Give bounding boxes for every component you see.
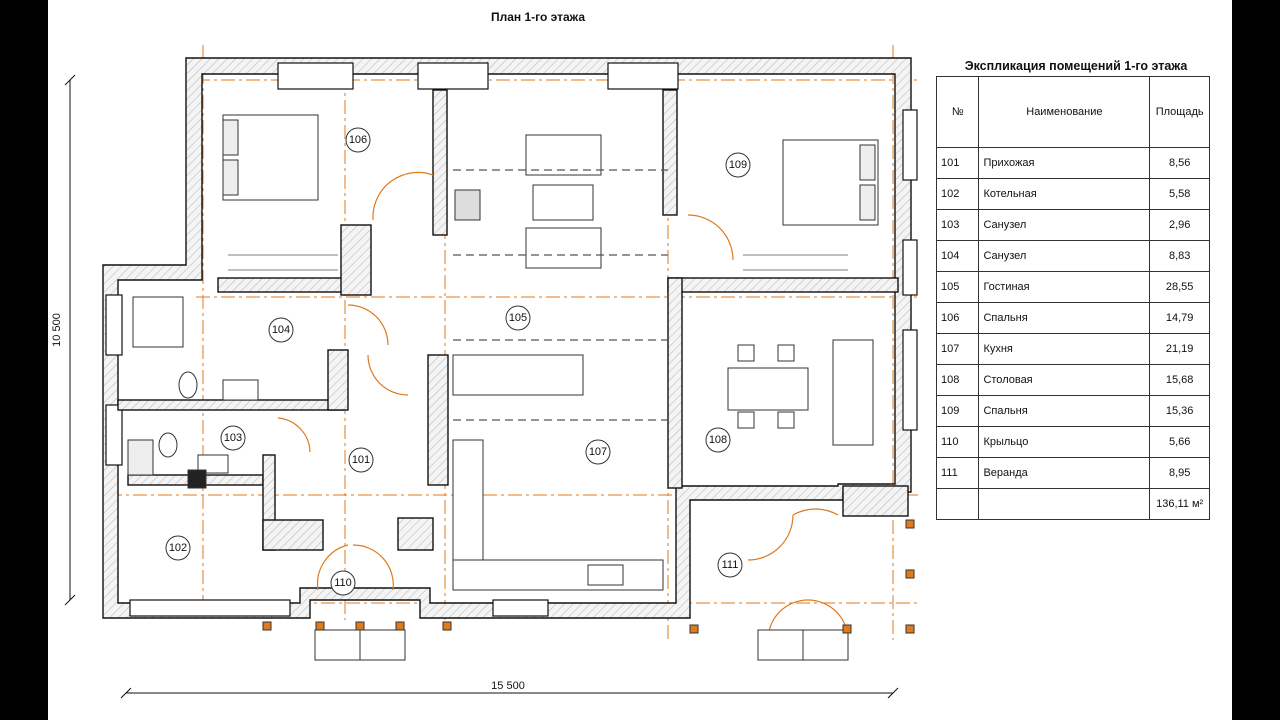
- row-name: Санузел: [978, 240, 1151, 272]
- washbasin-icon: [222, 379, 259, 401]
- room-label-101: 101: [352, 454, 370, 466]
- bed-icon: [222, 114, 319, 201]
- plan-title: План 1-го этажа: [490, 10, 586, 24]
- row-name: Столовая: [978, 364, 1151, 396]
- row-number: 102: [935, 178, 980, 210]
- row-name: Гостиная: [978, 271, 1151, 303]
- row-name: Спальня: [978, 395, 1151, 427]
- washbasin-icon: [197, 454, 229, 474]
- toilet-icon: [178, 371, 198, 399]
- room-label-110: 110: [334, 577, 352, 589]
- drawing-sheet: План 1-го этажа: [48, 0, 1232, 720]
- dimension-height: 10 500: [51, 313, 63, 347]
- outer-walls: [102, 57, 918, 619]
- sink-icon: [587, 564, 624, 586]
- header-area: Площадь: [1149, 76, 1210, 148]
- dimension-width: 15 500: [491, 680, 525, 692]
- row-name: Санузел: [978, 209, 1151, 241]
- row-name: Веранда: [978, 457, 1151, 489]
- sofa-icon: [525, 227, 602, 269]
- room-label-104: 104: [272, 324, 290, 336]
- door-swings: [277, 171, 849, 641]
- porch-steps: [262, 519, 915, 661]
- dimension-lines: [64, 74, 899, 699]
- row-number: 107: [935, 333, 980, 365]
- table-total-row: 136,11 м²: [935, 488, 1210, 520]
- dining-table-icon: [727, 367, 809, 411]
- room-label-105: 105: [509, 312, 527, 324]
- room-label-106: 106: [349, 134, 367, 146]
- row-name: Котельная: [978, 178, 1151, 210]
- room-label-103: 103: [224, 432, 242, 444]
- row-name: Прихожая: [978, 147, 1151, 179]
- row-area: 21,19: [1149, 333, 1210, 365]
- row-area: 5,58: [1149, 178, 1210, 210]
- interior-walls: [117, 89, 909, 551]
- row-name: Кухня: [978, 333, 1151, 365]
- fireplace-icon: [454, 189, 481, 221]
- row-area: 15,36: [1149, 395, 1210, 427]
- row-number: 105: [935, 271, 980, 303]
- table-header-row: № Наименование Площадь: [935, 76, 1210, 148]
- floor-plan: 106 109 104 105 103 101 107 108 102 110 …: [51, 45, 918, 699]
- row-area: 8,95: [1149, 457, 1210, 489]
- shower-icon: [132, 296, 184, 348]
- sofa-icon: [832, 339, 874, 446]
- header-name: Наименование: [978, 76, 1151, 148]
- row-area: 2,96: [1149, 209, 1210, 241]
- total-area: 136,11 м²: [1149, 488, 1210, 520]
- row-name: Спальня: [978, 302, 1151, 334]
- row-area: 8,83: [1149, 240, 1210, 272]
- room-label-108: 108: [709, 434, 727, 446]
- row-number: 111: [935, 457, 980, 489]
- furniture: [127, 114, 879, 591]
- row-area: 5,66: [1149, 426, 1210, 458]
- ceiling-beams: [453, 169, 668, 421]
- row-number: 110: [935, 426, 980, 458]
- toilet-icon: [158, 432, 178, 458]
- row-area: 28,55: [1149, 271, 1210, 303]
- row-number: 103: [935, 209, 980, 241]
- boiler-icon: [187, 469, 207, 489]
- room-label-111: 111: [722, 559, 739, 571]
- room-label-109: 109: [729, 159, 747, 171]
- row-area: 8,56: [1149, 147, 1210, 179]
- coffee-table-icon: [532, 184, 594, 221]
- row-area: 14,79: [1149, 302, 1210, 334]
- room-label-107: 107: [589, 446, 607, 458]
- row-number: 106: [935, 302, 980, 334]
- row-number: 101: [935, 147, 980, 179]
- row-number: 108: [935, 364, 980, 396]
- row-number: 109: [935, 395, 980, 427]
- row-area: 15,68: [1149, 364, 1210, 396]
- header-number: №: [935, 76, 980, 148]
- kitchen-island-icon: [452, 354, 584, 396]
- sofa-icon: [525, 134, 602, 176]
- room-label-102: 102: [169, 542, 187, 554]
- row-name: Крыльцо: [978, 426, 1151, 458]
- table-title: Экспликация помещений 1-го этажа: [964, 59, 1188, 73]
- row-number: 104: [935, 240, 980, 272]
- room-labels: [165, 127, 751, 596]
